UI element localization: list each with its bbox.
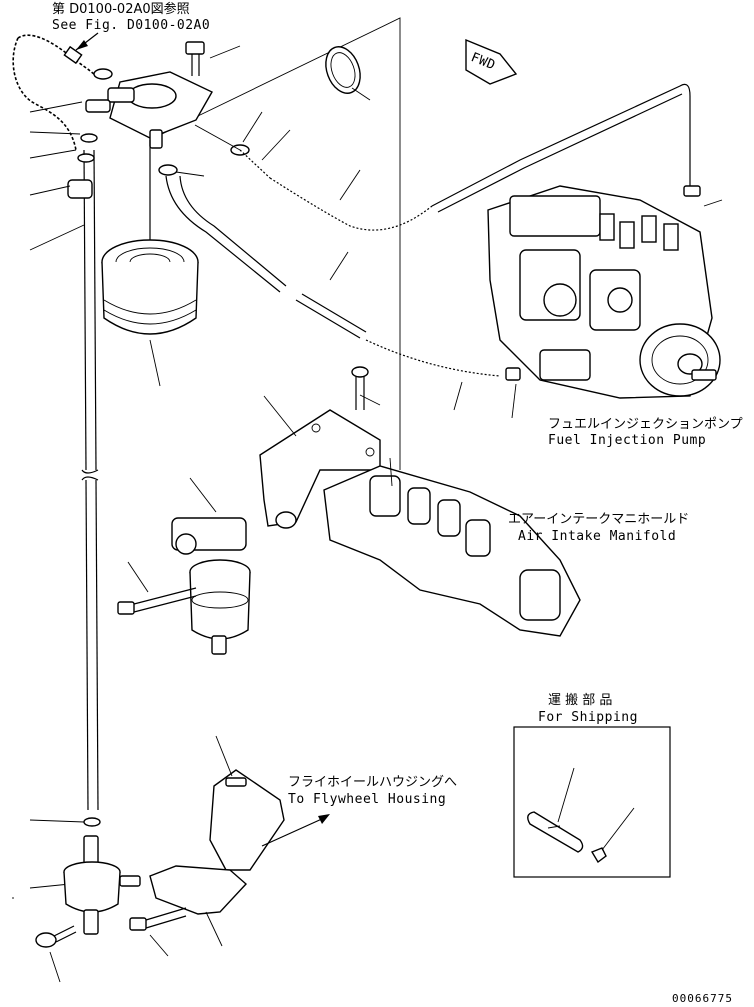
flywheel-label-en: To Flywheel Housing [288, 792, 446, 807]
flywheel-label-jp: フライホイールハウジングへ [288, 775, 457, 790]
air-intake-manifold [323, 457, 581, 637]
fuel-filter-cartridge [101, 239, 199, 387]
flywheel-leader-line [261, 817, 325, 847]
water-separator-assembly [171, 477, 251, 655]
gasket-ring [325, 46, 371, 101]
shipping-label-jp: 運 搬 部 品 [548, 693, 612, 708]
priming-pump-bolt [35, 925, 77, 983]
long-fuel-pipe [81, 149, 99, 811]
pipe-clamps [67, 133, 101, 827]
fuel-filter-head [85, 71, 213, 240]
fuel-injection-pump [487, 185, 723, 399]
lower-bracket-bolt [129, 907, 187, 957]
flywheel-arrow [318, 814, 330, 824]
drawing-number: 00066775 [672, 992, 733, 1005]
manifold-label-en: Air Intake Manifold [518, 529, 676, 544]
leader-lines-left [12, 101, 85, 899]
return-hose-corrugated [12, 34, 97, 151]
priming-pump [63, 835, 141, 935]
reference-arrow [76, 40, 88, 50]
pump-label-jp: フュエルインジェクションポンプ [548, 417, 743, 432]
reference-label-jp: 第 D0100-02A0図参照 [52, 1, 190, 17]
shipping-label-en: For Shipping [538, 710, 638, 725]
pump-label-en: Fuel Injection Pump [548, 433, 706, 448]
feed-hose-lower [165, 175, 521, 419]
separator-mounting-bolt [117, 561, 197, 615]
feed-hose-upper [194, 83, 701, 231]
bracket-bolt [351, 366, 381, 410]
manifold-label-jp: エアーインテークマニホールド [508, 512, 689, 527]
fwd-arrow: FWD [465, 38, 518, 85]
mounting-bolt-top [185, 41, 241, 76]
filter-bracket [259, 395, 381, 529]
shipping-parts [527, 767, 635, 864]
reference-label-en: See Fig. D0100-02A0 [52, 18, 210, 33]
shipping-box [513, 726, 671, 878]
lower-bracket [149, 735, 285, 947]
